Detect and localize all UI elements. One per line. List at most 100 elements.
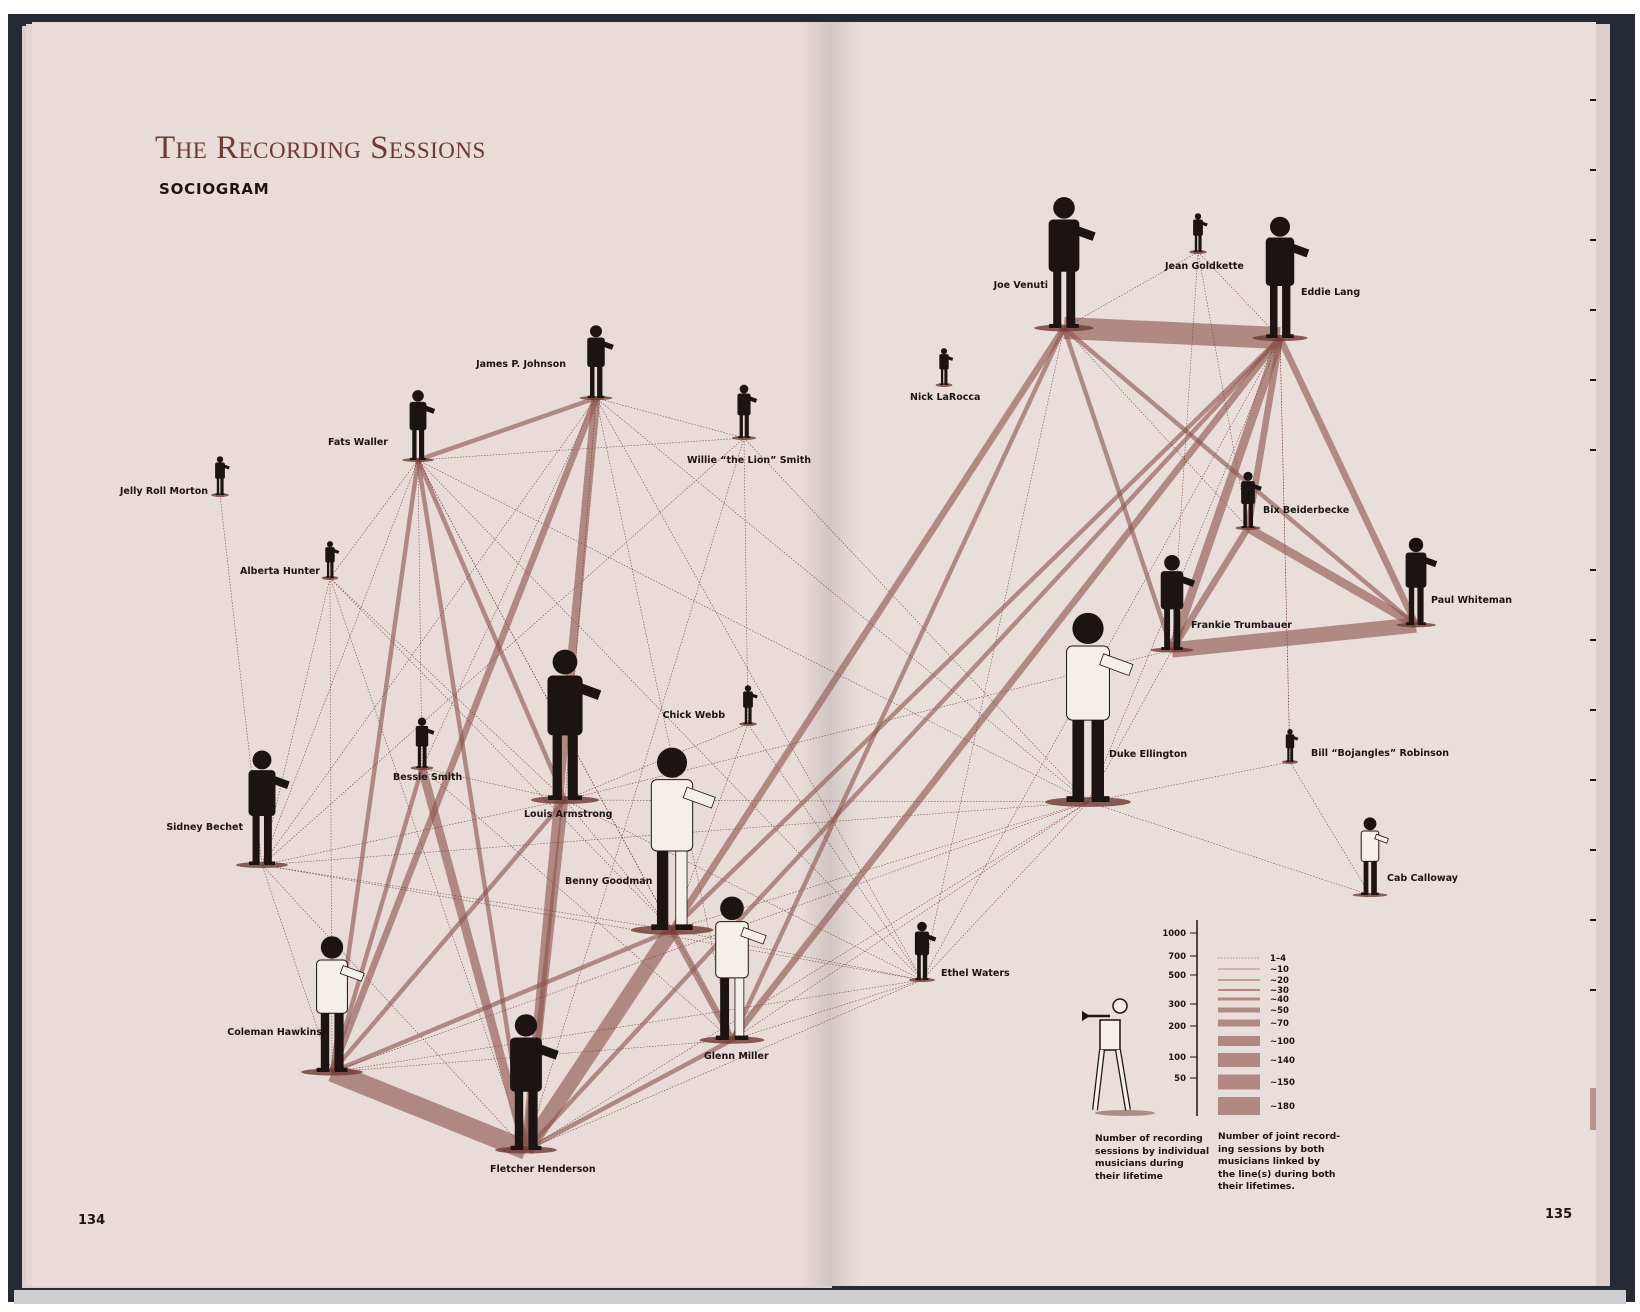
label-cw: Chick Webb xyxy=(663,710,726,721)
caption-line: Number of recording xyxy=(1095,1133,1203,1144)
musician-figure-ah xyxy=(325,541,340,579)
link-ah-bg xyxy=(329,577,673,931)
link-jpj-bs xyxy=(421,397,597,769)
link-bg-fh xyxy=(519,925,679,1155)
shadow-jrm xyxy=(211,493,229,497)
musician-figure-ew xyxy=(914,921,937,980)
right-page xyxy=(832,22,1596,1286)
scale-tick-label: 300 xyxy=(1168,1000,1186,1010)
link-fh-de xyxy=(525,801,1089,1151)
page-number-right: 135 xyxy=(1545,1207,1573,1222)
joint-scale-label: ~100 xyxy=(1270,1037,1295,1047)
joint-scale-label: ~70 xyxy=(1270,1019,1289,1029)
musician-figure-br xyxy=(1285,729,1299,763)
joint-scale-label: ~40 xyxy=(1270,995,1289,1005)
shadow-de xyxy=(1045,797,1131,807)
link-el-bb xyxy=(1244,337,1284,529)
link-bb-pw xyxy=(1245,524,1419,629)
legend-caption-sessions: Number of recording sessions by individu… xyxy=(1095,1133,1209,1183)
label-br: Bill “Bojangles” Robinson xyxy=(1311,748,1449,759)
link-el-fh xyxy=(524,336,1282,1152)
link-br-cc xyxy=(1289,761,1371,896)
shadow-ch xyxy=(301,1068,363,1076)
link-ch-ew xyxy=(331,979,923,1073)
caption-line: musicians during xyxy=(1095,1158,1184,1169)
link-bs-la xyxy=(421,767,566,801)
link-fw-fh xyxy=(415,459,529,1151)
joint-scale-bar xyxy=(1218,968,1260,970)
link-gm-el xyxy=(729,335,1283,1043)
shadow-bg xyxy=(630,925,714,935)
link-ft-pw xyxy=(1171,617,1417,658)
link-jpj-ew xyxy=(595,397,923,981)
link-cw-bg xyxy=(671,723,749,931)
label-jpj: James P. Johnson xyxy=(475,359,566,370)
label-jv: Joe Venuti xyxy=(993,280,1048,291)
link-fw-jpj xyxy=(417,395,597,463)
link-ch-gm xyxy=(331,1039,733,1073)
link-cw-la xyxy=(564,723,749,801)
label-ft: Frankie Trumbauer xyxy=(1191,620,1292,631)
link-ah-sb xyxy=(261,577,331,866)
link-gm-ew xyxy=(731,979,923,1041)
link-el-de xyxy=(1087,337,1281,803)
caption-line: sessions by individual xyxy=(1095,1145,1210,1157)
musician-figure-jpj xyxy=(587,325,614,398)
shadow-gm xyxy=(699,1036,765,1044)
musician-figure-ch xyxy=(316,936,365,1072)
joint-scale-bar xyxy=(1218,989,1260,991)
label-wls: Willie “the Lion” Smith xyxy=(687,455,811,466)
caption-line: their lifetime xyxy=(1095,1170,1163,1182)
joint-scale-bar xyxy=(1218,979,1260,981)
page-title: The Recording Sessions xyxy=(155,130,486,166)
link-wls-cw xyxy=(743,437,749,725)
joint-scale-label: 1–4 xyxy=(1270,954,1286,964)
link-ew-el xyxy=(921,337,1281,981)
caption-line: Number of joint record- xyxy=(1218,1131,1341,1142)
musician-figure-de xyxy=(1066,612,1134,802)
link-sb-ew xyxy=(261,864,923,981)
link-la-ft xyxy=(564,649,1173,801)
legend-trumpeter-icon xyxy=(1082,998,1155,1116)
label-ch: Coleman Hawkins xyxy=(227,1027,322,1038)
joint-scale-label: ~10 xyxy=(1270,965,1289,975)
joint-scale-bar xyxy=(1218,1036,1260,1046)
joint-scale-bar xyxy=(1218,1019,1260,1027)
link-jpj-sb xyxy=(261,397,597,866)
page-subtitle: SOCIOGRAM xyxy=(159,180,270,198)
link-sb-ch xyxy=(261,864,333,1073)
musician-figure-cc xyxy=(1360,817,1389,895)
shadow-cc xyxy=(1352,893,1388,897)
link-sb-bg xyxy=(261,864,673,931)
link-la-sb xyxy=(261,799,566,866)
edge-marker xyxy=(1590,1088,1596,1130)
joint-scale-label: ~30 xyxy=(1270,986,1289,996)
link-fw-de xyxy=(417,459,1089,803)
link-bs-ch xyxy=(329,767,425,1073)
joint-scale-label: ~50 xyxy=(1270,1006,1289,1016)
label-fw: Fats Waller xyxy=(328,437,388,448)
link-bg-ch xyxy=(331,927,673,1075)
musician-figure-bb xyxy=(1241,471,1262,528)
musician-figure-fh xyxy=(510,1014,559,1150)
musician-figure-pw xyxy=(1405,537,1438,625)
joint-scale-label: ~180 xyxy=(1270,1102,1295,1112)
joint-scale-label: ~140 xyxy=(1270,1056,1295,1066)
shadow-la xyxy=(530,796,600,804)
left-page xyxy=(32,22,832,1286)
link-jpj-ch xyxy=(328,396,600,1074)
link-jpj-gm xyxy=(595,397,733,1041)
shadow-br xyxy=(1282,760,1298,764)
caption-line: musicians linked by xyxy=(1218,1156,1321,1167)
musician-figure-bg xyxy=(650,747,716,930)
musician-figure-ft xyxy=(1160,554,1196,650)
label-bs: Bessie Smith xyxy=(393,772,463,783)
cover-edge-shadow xyxy=(14,1290,1626,1304)
label-sb: Sidney Bechet xyxy=(166,822,243,833)
link-la-ew xyxy=(564,799,923,981)
joint-scale-bar xyxy=(1218,997,1260,1001)
label-nlr: Nick LaRocca xyxy=(910,392,980,403)
label-fh: Fletcher Henderson xyxy=(490,1164,596,1175)
